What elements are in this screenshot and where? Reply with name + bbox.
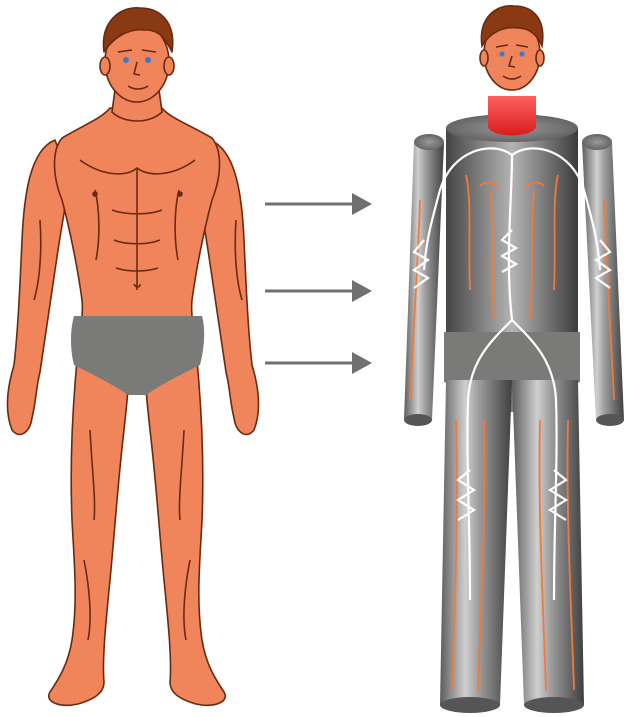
left-eye (123, 57, 129, 63)
right-ear (164, 57, 174, 75)
arrow-top (265, 193, 372, 215)
arrow-bottom (265, 352, 372, 374)
left-leg (49, 350, 128, 705)
arrow-middle (265, 280, 372, 302)
cylinder-model-body (404, 6, 624, 713)
right-eye (145, 57, 151, 63)
left-ear (100, 57, 110, 75)
right-arm-cylinder (582, 134, 624, 426)
arrows (265, 193, 372, 374)
right-leg (146, 350, 225, 705)
model-head (480, 6, 544, 90)
realistic-human-body (8, 8, 259, 705)
left-leg-cylinder (440, 380, 512, 713)
neck-highlight (488, 96, 536, 136)
